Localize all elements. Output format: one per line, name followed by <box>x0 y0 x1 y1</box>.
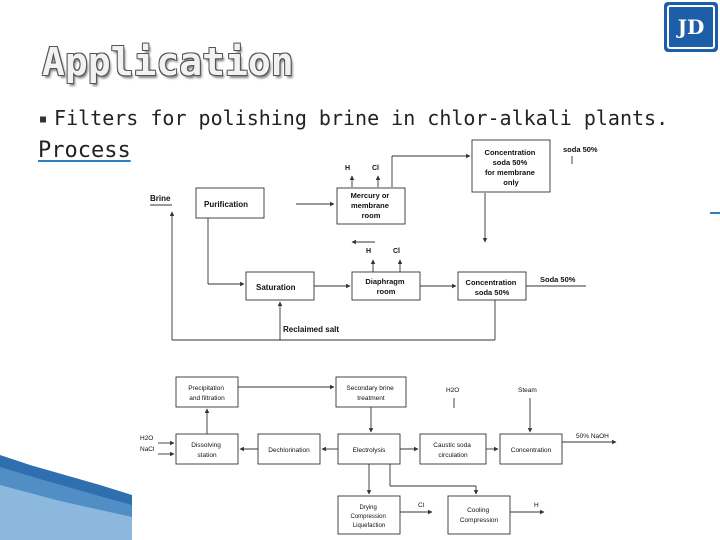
h2-out-label: H <box>534 502 539 509</box>
concentration-box <box>499 433 563 465</box>
cl2-out-label: Cl <box>418 502 425 509</box>
mercury-membrane-room-label: Mercury or membrane room <box>351 191 392 220</box>
cl2-mid-label: Cl <box>393 248 400 255</box>
h2-top-label: H <box>345 165 350 172</box>
reclaimed-salt-label: Reclaimed salt <box>283 325 339 334</box>
process-heading: Process <box>38 138 131 163</box>
precipitation-label: Precipitation and filtration <box>188 385 226 402</box>
cooling-label: Cooling Compression <box>460 507 499 524</box>
drying-label: Drying Compression Liquefaction <box>350 505 387 529</box>
diaphragm-room-label: Diaphragm room <box>365 277 406 296</box>
h2o-left-label: H2O <box>140 435 153 442</box>
electrolysis-label: Electrolysis <box>353 447 387 454</box>
brine-label: Brine <box>150 194 171 203</box>
naoh-50-label: 50% NaOH <box>576 433 609 440</box>
caustic-soda-label: Caustic soda circulation <box>433 442 472 459</box>
caustic-soda-box <box>419 433 487 465</box>
saturation-box <box>245 271 315 301</box>
dissolving-box <box>175 433 239 465</box>
concentration-diaphragm-label: Concentration soda 50% <box>466 278 519 297</box>
steam-label: Steam <box>518 387 537 394</box>
h2-mid-label: H <box>366 248 371 255</box>
cooling-box <box>447 495 511 535</box>
concentration-membrane-box <box>471 139 551 193</box>
purification-box <box>195 187 265 219</box>
corner-decoration <box>0 455 132 540</box>
purification-label: Purification <box>204 200 248 209</box>
h2o-top-label: H2O <box>446 387 459 394</box>
company-logo: JD <box>664 2 718 52</box>
dissolving-label: Dissolving station <box>191 442 222 459</box>
logo-mark: JD <box>667 5 715 49</box>
bullet-marker-icon: ■ <box>40 114 47 125</box>
slide-title: Application <box>42 40 294 84</box>
drying-box <box>337 495 401 535</box>
concentration-membrane-label: Concentration soda 50% for membrane only <box>485 148 538 187</box>
electrolysis-box <box>337 433 401 465</box>
soda-50-right-label: Soda 50% <box>540 275 576 284</box>
dechlorination-label: Dechlorination <box>268 447 310 454</box>
edge-decoration <box>710 212 720 214</box>
dechlorination-box <box>257 433 321 465</box>
secondary-brine-box <box>335 376 407 408</box>
saturation-label: Saturation <box>256 283 296 292</box>
bullet-item: ■ Filters for polishing brine in chlor-al… <box>40 106 668 130</box>
bullet-text: Filters for polishing brine in chlor-alk… <box>54 106 669 130</box>
concentration-label: Concentration <box>511 447 552 454</box>
precipitation-box <box>175 376 239 408</box>
soda-50-top-label: soda 50% <box>563 145 598 154</box>
mercury-membrane-room-box <box>336 187 406 225</box>
cl2-top-label: Cl <box>372 165 379 172</box>
nacl-label: NaCl <box>140 446 155 453</box>
secondary-brine-label: Secondary brine treatment <box>346 385 395 402</box>
